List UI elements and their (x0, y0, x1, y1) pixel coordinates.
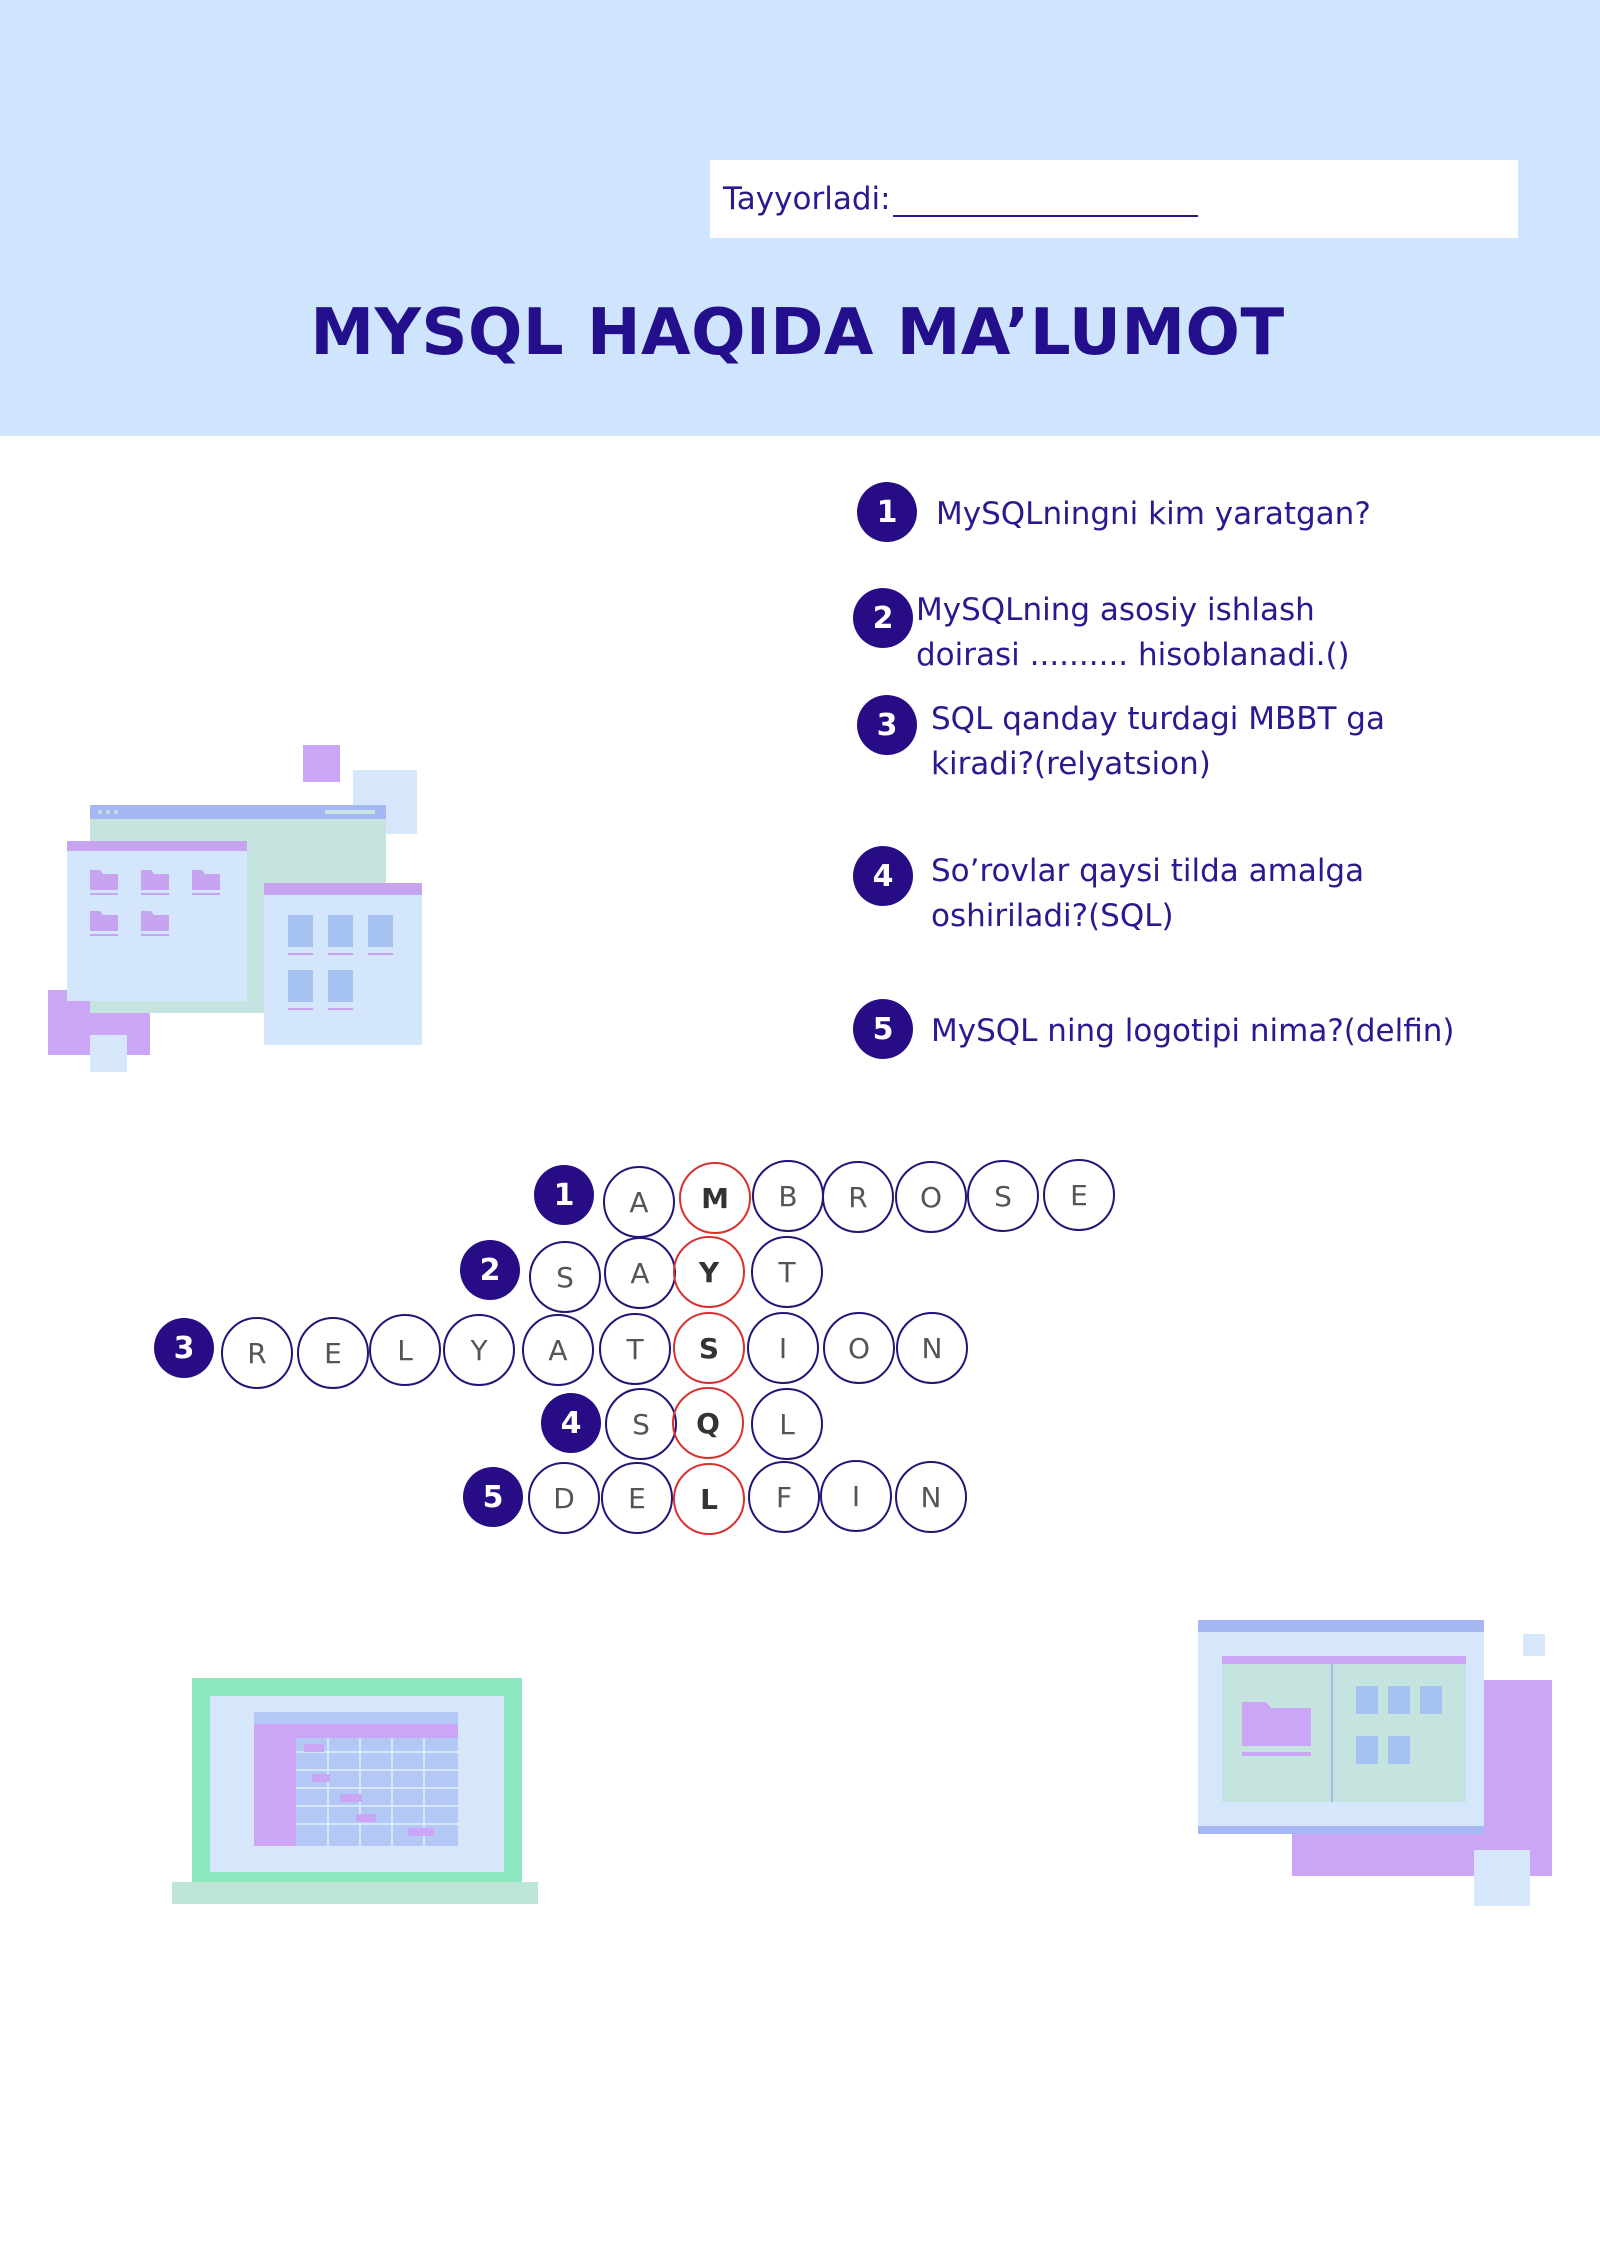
question-4: So’rovlar qaysi tilda amalga oshiriladi?… (931, 849, 1491, 939)
question-3-line-1: SQL qanday turdagi MBBT ga (931, 701, 1385, 737)
crossword-cell[interactable]: T (751, 1236, 823, 1308)
prepared-by-blank-line[interactable] (892, 189, 1198, 217)
documents-window-titlebar (264, 883, 422, 895)
question-1: MySQLningni kim yaratgan? (936, 492, 1496, 537)
crossword-cell[interactable]: L (751, 1388, 823, 1460)
crossword-cell[interactable]: S (605, 1388, 677, 1460)
crossword-cell[interactable]: A (603, 1166, 675, 1238)
document-icons (288, 915, 393, 1002)
main-window-titlebar (1198, 1620, 1484, 1632)
back-window-titlebar (90, 805, 386, 819)
prepared-by-label: Tayyorladi: (723, 181, 1198, 217)
crossword-cell[interactable]: B (752, 1160, 824, 1232)
crossword-keyword-cell[interactable]: L (673, 1463, 745, 1535)
crossword-cell[interactable]: R (822, 1161, 894, 1233)
page-title: MYSQL HAQIDA MA’LUMOT (310, 296, 1285, 370)
crossword-row-2-badge: 2 (460, 1240, 520, 1300)
question-2: MySQLning asosiy ishlash doirasi .......… (916, 588, 1476, 678)
crossword-row-3-badge: 3 (154, 1318, 214, 1378)
folder-icons (90, 870, 220, 931)
question-3-line-2: kiradi?(relyatsion) (931, 746, 1211, 782)
crossword-cell[interactable]: O (895, 1161, 967, 1233)
question-3: SQL qanday turdagi MBBT ga kiradi?(relya… (931, 697, 1491, 787)
crossword-keyword-cell[interactable]: S (673, 1312, 745, 1384)
crossword-row-1-badge: 1 (534, 1165, 594, 1225)
crossword-row-4-badge: 4 (541, 1393, 601, 1453)
question-5-line-1: MySQL ning logotipi nima?(delfin) (931, 1013, 1455, 1049)
crossword-keyword-cell[interactable]: Q (672, 1387, 744, 1459)
crossword-cell[interactable]: A (522, 1314, 594, 1386)
question-3-badge: 3 (857, 695, 917, 755)
crossword-cell[interactable]: I (747, 1312, 819, 1384)
question-4-line-1: So’rovlar qaysi tilda amalga (931, 853, 1365, 889)
crossword-cell[interactable]: T (599, 1313, 671, 1385)
crossword-cell[interactable]: L (369, 1314, 441, 1386)
crossword-cell[interactable]: F (748, 1461, 820, 1533)
question-2-badge: 2 (853, 588, 913, 648)
question-2-line-1: MySQLning asosiy ishlash (916, 592, 1315, 628)
crossword-cell[interactable]: O (823, 1312, 895, 1384)
crossword-cell[interactable]: Y (443, 1314, 515, 1386)
question-5: MySQL ning logotipi nima?(delfin) (931, 1009, 1491, 1054)
crossword-cell[interactable]: N (895, 1461, 967, 1533)
folder-icon (1242, 1702, 1311, 1746)
question-1-badge: 1 (857, 482, 917, 542)
crossword-cell[interactable]: I (820, 1460, 892, 1532)
crossword-keyword-cell[interactable]: M (679, 1162, 751, 1234)
question-1-line-1: MySQLningni kim yaratgan? (936, 496, 1371, 532)
prepared-by-box[interactable]: Tayyorladi: (710, 160, 1518, 238)
crossword-cell[interactable]: A (604, 1237, 676, 1309)
document-icons (1356, 1686, 1442, 1764)
folder-documents-window-illustration (1198, 1620, 1552, 1906)
purple-square-decor (303, 745, 340, 782)
question-2-line-2: doirasi .......... hisoblanadi.() (916, 637, 1350, 673)
folders-window-titlebar (67, 841, 247, 851)
tiny-square-decor (1523, 1634, 1545, 1656)
crossword-cell[interactable]: S (967, 1160, 1039, 1232)
light-blue-square-decor (1474, 1850, 1530, 1906)
question-4-line-2: oshiriladi?(SQL) (931, 898, 1174, 934)
crossword-row-5-badge: 5 (463, 1467, 523, 1527)
crossword-keyword-cell[interactable]: Y (673, 1236, 745, 1308)
crossword-cell[interactable]: E (297, 1317, 369, 1389)
crossword-cell[interactable]: S (529, 1241, 601, 1313)
documents-window (264, 883, 422, 1045)
light-blue-small-square-decor (90, 1035, 127, 1072)
crossword-cell[interactable]: E (1043, 1159, 1115, 1231)
question-4-badge: 4 (853, 846, 913, 906)
question-5-badge: 5 (853, 999, 913, 1059)
crossword-cell[interactable]: N (896, 1312, 968, 1384)
file-browser-windows-illustration (48, 745, 422, 1072)
laptop-calendar-illustration (172, 1678, 538, 1904)
crossword-cell[interactable]: R (221, 1317, 293, 1389)
crossword-cell[interactable]: D (528, 1462, 600, 1534)
laptop-base (172, 1882, 538, 1904)
crossword-cell[interactable]: E (601, 1462, 673, 1534)
